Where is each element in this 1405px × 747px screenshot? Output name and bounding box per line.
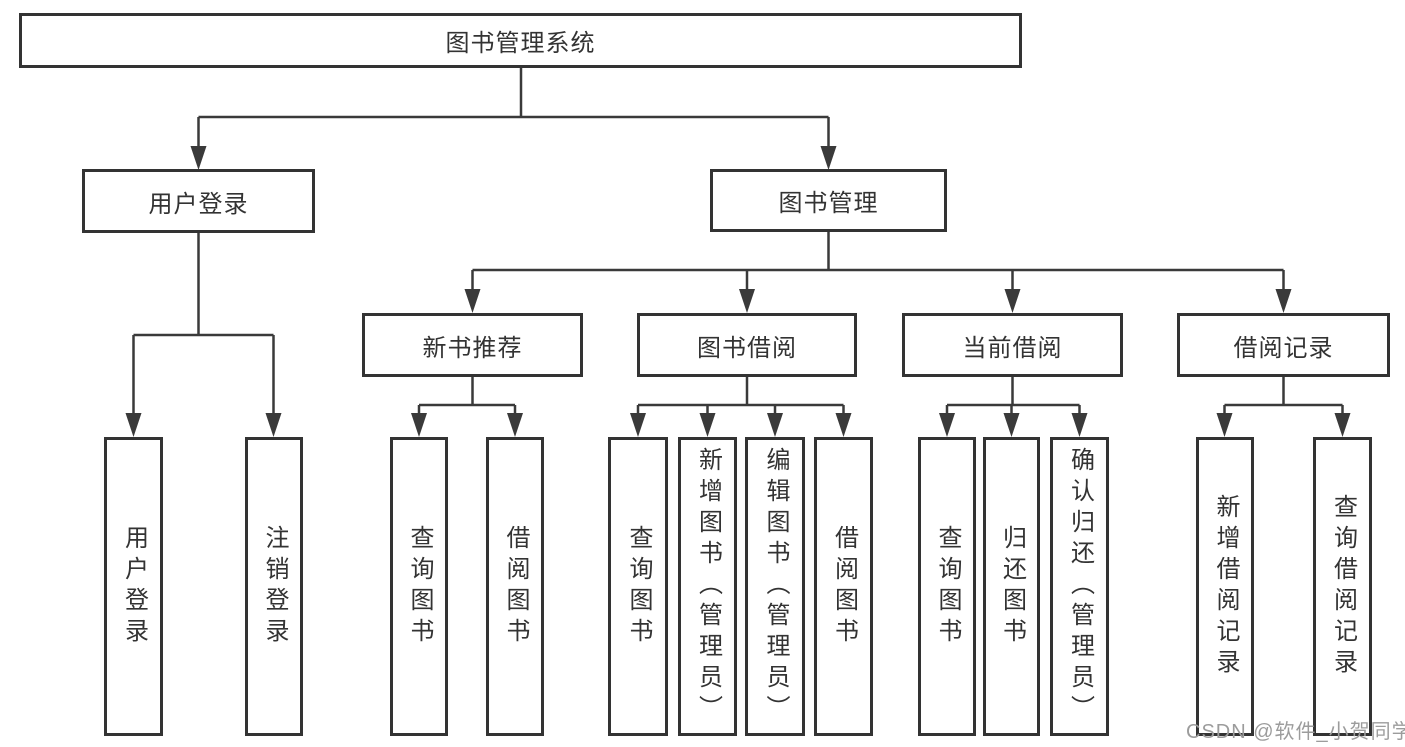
node-user-login: 用户登录	[82, 169, 315, 233]
arrow-down-icon	[835, 413, 852, 437]
leaf-label: 查询图书	[625, 524, 652, 649]
arrowheads-new-book-recommend	[411, 413, 523, 437]
leaf-borrow-books-2: 借阅图书	[814, 437, 873, 736]
arrow-down-icon	[1334, 413, 1351, 437]
leaf-label: 编辑图书（管理员）	[762, 447, 789, 726]
arrow-down-icon	[1004, 289, 1021, 313]
connector-book-borrow	[636, 377, 845, 417]
node-label: 图书借阅	[697, 334, 797, 362]
leaf-label: 确认归还（管理员）	[1066, 447, 1094, 726]
arrowheads-root	[190, 146, 837, 170]
arrowheads-user-login	[125, 413, 282, 437]
arrow-down-icon	[699, 413, 716, 437]
leaf-borrow-books-1: 借阅图书	[486, 437, 544, 736]
arrowheads-borrow-records	[1216, 413, 1351, 437]
csdn-watermark: CSDN @软件_小贺同学	[1186, 721, 1405, 743]
leaf-search-books-1: 查询图书	[390, 437, 448, 736]
node-label: 用户登录	[148, 190, 249, 218]
node-book-management: 图书管理	[710, 169, 947, 232]
arrow-down-icon	[411, 413, 427, 437]
leaf-logout: 注销登录	[245, 437, 303, 736]
arrow-down-icon	[1275, 289, 1292, 313]
arrow-down-icon	[739, 289, 755, 313]
leaf-label: 查询图书	[934, 524, 961, 649]
arrow-down-icon	[1216, 413, 1233, 437]
arrow-down-icon	[464, 289, 481, 313]
leaf-search-books-2: 查询图书	[608, 437, 668, 736]
node-label: 图书管理系统	[445, 30, 596, 57]
leaf-label: 借阅图书	[502, 524, 529, 649]
arrow-down-icon	[1071, 413, 1088, 437]
arrow-down-icon	[820, 146, 837, 170]
leaf-return-books: 归还图书	[983, 437, 1040, 736]
leaf-label: 注销登录	[261, 524, 288, 649]
arrowheads-current-borrow	[939, 413, 1088, 437]
node-label: 新书推荐	[422, 334, 523, 362]
leaf-label: 借阅图书	[830, 524, 858, 649]
node-label: 借阅记录	[1233, 334, 1334, 362]
arrowheads-book-borrow	[630, 413, 852, 437]
arrow-down-icon	[630, 413, 646, 437]
leaf-label: 新增图书（管理员）	[694, 447, 722, 726]
connector-root	[197, 67, 830, 150]
arrow-down-icon	[190, 146, 207, 170]
arrow-down-icon	[265, 413, 282, 437]
node-book-borrow: 图书借阅	[637, 313, 857, 377]
leaf-label: 新增借阅记录	[1212, 493, 1239, 680]
node-root-system: 图书管理系统	[19, 13, 1022, 68]
connector-current-borrow	[945, 377, 1081, 417]
leaf-search-books-3: 查询图书	[918, 437, 976, 736]
arrow-down-icon	[507, 413, 523, 437]
leaf-label: 查询图书	[406, 524, 433, 649]
leaf-confirm-return-admin: 确认归还（管理员）	[1050, 437, 1109, 736]
leaf-search-borrow-record: 查询借阅记录	[1313, 437, 1372, 736]
leaf-user-login: 用户登录	[104, 437, 163, 736]
leaf-add-borrow-record: 新增借阅记录	[1196, 437, 1254, 736]
connector-borrow-records	[1223, 377, 1344, 417]
leaf-edit-books-admin: 编辑图书（管理员）	[745, 437, 805, 736]
leaf-add-books-admin: 新增图书（管理员）	[678, 437, 737, 736]
node-current-borrow: 当前借阅	[902, 313, 1123, 377]
arrow-down-icon	[125, 413, 142, 437]
node-borrow-records: 借阅记录	[1177, 313, 1390, 377]
node-label: 当前借阅	[962, 334, 1063, 362]
connector-new-book-recommend	[417, 377, 517, 417]
arrowheads-book-management	[464, 289, 1292, 313]
arrow-down-icon	[1003, 413, 1020, 437]
leaf-label: 用户登录	[120, 524, 148, 649]
node-new-book-recommend: 新书推荐	[362, 313, 583, 377]
connector-user-login	[132, 233, 275, 417]
leaf-label: 归还图书	[998, 524, 1026, 649]
leaf-label: 查询借阅记录	[1329, 493, 1357, 680]
arrow-down-icon	[939, 413, 955, 437]
node-label: 图书管理	[778, 190, 879, 217]
arrow-down-icon	[767, 413, 783, 437]
connector-book-management	[471, 232, 1285, 293]
